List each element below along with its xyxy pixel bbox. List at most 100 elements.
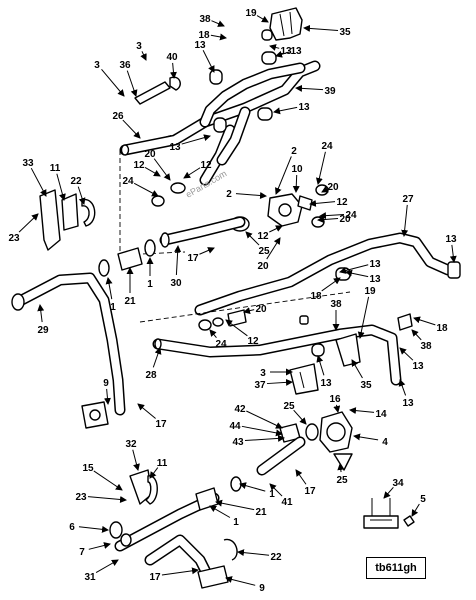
- callout-13: 13: [290, 46, 302, 57]
- callout-38: 38: [199, 14, 211, 25]
- leader-13: [399, 347, 414, 361]
- callout-18: 18: [436, 323, 448, 334]
- callout-35: 35: [360, 380, 372, 391]
- callout-13: 13: [412, 361, 424, 372]
- leader-38: [211, 20, 225, 27]
- leader-24: [319, 212, 345, 220]
- callout-3: 3: [136, 41, 142, 52]
- leader-18: [321, 277, 341, 292]
- callout-17: 17: [187, 253, 199, 264]
- leader-24: [133, 182, 159, 197]
- callout-30: 30: [170, 278, 182, 289]
- leader-11: [56, 173, 66, 201]
- leader-37: [266, 378, 293, 386]
- callout-19: 19: [364, 286, 376, 297]
- leader-13: [269, 44, 280, 51]
- leader-1: [105, 277, 113, 300]
- callout-13: 13: [402, 398, 414, 409]
- callout-23: 23: [8, 233, 20, 244]
- callout-3: 3: [260, 368, 266, 379]
- callout-38: 38: [330, 299, 342, 310]
- callout-1: 1: [269, 489, 275, 500]
- callout-5: 5: [420, 494, 426, 505]
- callout-12: 12: [133, 160, 145, 171]
- bracket-32: [129, 469, 158, 505]
- callout-9: 9: [103, 378, 109, 389]
- leader-24: [315, 151, 326, 185]
- u-clamp-34: [363, 498, 415, 529]
- leader-12: [309, 199, 336, 207]
- leader-13: [339, 264, 369, 274]
- leader-5: [411, 503, 420, 517]
- leader-lines: [18, 15, 457, 586]
- callout-10: 10: [291, 164, 303, 175]
- callout-24: 24: [122, 176, 134, 187]
- leader-2: [275, 156, 292, 195]
- leader-25: [337, 463, 345, 473]
- callout-42: 42: [234, 404, 246, 415]
- pipe-31: [109, 476, 242, 586]
- callout-33: 33: [22, 158, 34, 169]
- callout-23: 23: [75, 492, 87, 503]
- leader-35: [351, 359, 363, 379]
- leader-13: [181, 134, 211, 145]
- callout-17: 17: [155, 419, 167, 430]
- callout-21: 21: [124, 296, 136, 307]
- leader-12: [144, 167, 161, 177]
- callout-17: 17: [304, 486, 316, 497]
- callout-32: 32: [125, 439, 137, 450]
- leader-3: [101, 69, 125, 97]
- flange-assembly-lower: [279, 411, 353, 471]
- leader-36: [126, 70, 138, 97]
- leader-12: [183, 167, 201, 179]
- callout-20: 20: [144, 149, 156, 160]
- bracket-37: [289, 363, 319, 395]
- callout-12: 12: [200, 160, 212, 171]
- pipe-mid-upper: [199, 106, 251, 186]
- callout-13: 13: [194, 40, 206, 51]
- callout-13: 13: [369, 259, 381, 270]
- callout-7: 7: [79, 547, 85, 558]
- callout-27: 27: [402, 194, 414, 205]
- callout-6: 6: [69, 522, 75, 533]
- callout-13: 13: [169, 142, 181, 153]
- leader-30: [174, 245, 182, 276]
- leader-40: [169, 62, 177, 79]
- leader-21: [215, 499, 255, 511]
- leader-12: [225, 319, 248, 337]
- leader-20: [153, 158, 171, 181]
- callout-17: 17: [149, 572, 161, 583]
- leader-16: [333, 404, 341, 413]
- leader-20: [243, 307, 255, 315]
- leader-12: [269, 225, 283, 233]
- leader-25: [293, 409, 307, 425]
- leader-1: [239, 482, 266, 492]
- leader-9: [225, 576, 256, 586]
- leader-20: [321, 186, 329, 193]
- callout-12: 12: [247, 336, 259, 347]
- leader-23: [87, 495, 127, 503]
- callout-36: 36: [119, 60, 131, 71]
- callout-20: 20: [257, 261, 269, 272]
- leader-39: [295, 84, 324, 92]
- callout-43: 43: [232, 437, 244, 448]
- leader-41: [269, 483, 283, 497]
- leader-11: [149, 467, 159, 479]
- callout-34: 34: [392, 478, 404, 489]
- pipe-27: [139, 232, 461, 386]
- callout-13: 13: [298, 102, 310, 113]
- callout-18: 18: [310, 291, 322, 302]
- leader-2: [235, 192, 267, 200]
- leader-26: [122, 119, 141, 139]
- callout-18: 18: [198, 30, 210, 41]
- callout-22: 22: [70, 176, 82, 187]
- callout-3: 3: [94, 60, 100, 71]
- callout-25: 25: [283, 401, 295, 412]
- callout-20: 20: [339, 214, 351, 225]
- leader-31: [95, 559, 119, 573]
- leader-15: [93, 470, 123, 491]
- callout-44: 44: [229, 421, 241, 432]
- callout-38: 38: [420, 341, 432, 352]
- callout-28: 28: [145, 370, 157, 381]
- callout-1: 1: [147, 279, 153, 290]
